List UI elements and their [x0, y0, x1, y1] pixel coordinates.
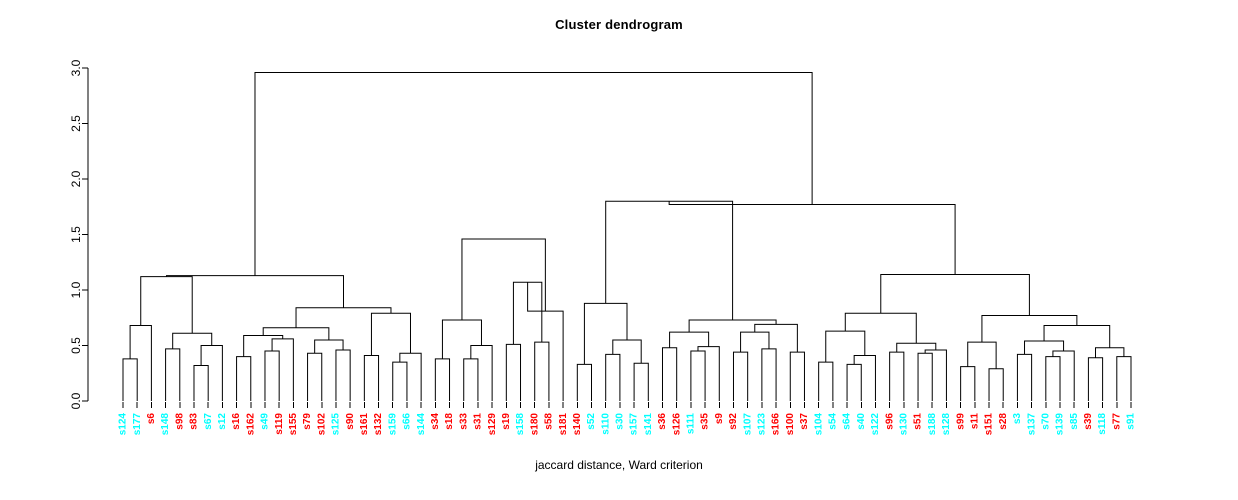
- leaf-label: s19: [501, 413, 512, 430]
- leaf-label: s107: [742, 413, 753, 436]
- leaf-label: s159: [387, 413, 398, 436]
- leaf-label: s148: [160, 413, 171, 436]
- leaf-label: s30: [615, 413, 626, 430]
- leaf-label: s100: [785, 413, 796, 436]
- leaf-label: s162: [245, 413, 256, 436]
- leaf-label: s12: [217, 413, 228, 430]
- leaf-label: s28: [998, 413, 1009, 430]
- leaf-label: s119: [274, 413, 285, 435]
- leaf-label: s157: [629, 413, 640, 436]
- leaf-label: s125: [331, 413, 342, 436]
- leaf-label: s137: [1026, 413, 1037, 436]
- leaf-label: s51: [913, 413, 924, 430]
- svg-text:2.0: 2.0: [69, 170, 83, 187]
- leaf-label: s129: [487, 413, 498, 436]
- leaf-label: s118: [1097, 413, 1108, 435]
- leaf-label: s91: [1126, 413, 1137, 430]
- leaf-label: s11: [969, 413, 980, 430]
- leaf-label: s188: [927, 413, 938, 436]
- leaf-label: s33: [458, 413, 469, 430]
- leaf-label: s64: [842, 413, 853, 430]
- leaf-label: s102: [316, 413, 327, 436]
- leaf-label: s110: [600, 413, 611, 435]
- svg-text:1.5: 1.5: [69, 226, 83, 243]
- leaf-label: s6: [146, 413, 157, 425]
- leaf-label: s99: [955, 413, 966, 430]
- leaf-label: s96: [884, 413, 895, 430]
- leaf-label: s16: [231, 413, 242, 430]
- leaf-label: s104: [813, 413, 824, 436]
- leaf-label: s3: [1012, 413, 1023, 425]
- leaf-label: s9: [714, 413, 725, 425]
- leaf-label: s140: [572, 413, 583, 436]
- leaf-label: s132: [373, 413, 384, 436]
- leaf-label: s124: [118, 413, 129, 436]
- x-axis-label: jaccard distance, Ward criterion: [535, 458, 703, 472]
- leaf-label: s58: [544, 413, 555, 430]
- svg-text:0.5: 0.5: [69, 337, 83, 354]
- leaf-label: s158: [515, 413, 526, 436]
- page-title: Cluster dendrogram: [555, 17, 683, 32]
- leaf-label: s180: [529, 413, 540, 436]
- leaf-label: s126: [671, 413, 682, 436]
- leaf-label: s181: [558, 413, 569, 436]
- leaf-label: s39: [1083, 413, 1094, 430]
- leaf-label: s83: [189, 413, 200, 430]
- leaf-label: s123: [757, 413, 768, 436]
- svg-text:0.0: 0.0: [69, 392, 83, 409]
- leaf-label: s40: [856, 413, 867, 430]
- leaf-label: s67: [203, 413, 214, 430]
- svg-text:3.0: 3.0: [69, 59, 83, 76]
- leaf-label: s130: [898, 413, 909, 436]
- leaf-label: s18: [444, 413, 455, 430]
- leaf-label: s139: [1055, 413, 1066, 436]
- leaf-label: s141: [643, 413, 654, 436]
- leaf-label: s70: [1040, 413, 1051, 430]
- leaf-label: s90: [345, 413, 356, 430]
- leaf-label: s155: [288, 413, 299, 436]
- leaf-label: s77: [1111, 413, 1122, 430]
- y-axis: 0.0 0.5 1.0 1.5 2.0 2.5 3.0: [69, 59, 89, 409]
- leaf-label: s31: [473, 413, 484, 430]
- leaf-label: s85: [1069, 413, 1080, 430]
- leaf-label: s122: [870, 413, 881, 436]
- leaf-label: s111: [686, 413, 697, 435]
- svg-text:2.5: 2.5: [69, 115, 83, 132]
- leaf-label: s166: [771, 413, 782, 436]
- svg-text:1.0: 1.0: [69, 281, 83, 298]
- dendrogram-branches: [122, 71, 1132, 401]
- leaf-label: s144: [416, 413, 427, 436]
- leaf-tick-marks: [122, 402, 1132, 408]
- leaf-label: s35: [700, 413, 711, 430]
- leaf-label: s66: [402, 413, 413, 430]
- leaf-label: s161: [359, 413, 370, 436]
- leaf-label: s177: [132, 413, 143, 436]
- leaf-label: s151: [984, 413, 995, 436]
- leaf-label: s52: [586, 413, 597, 430]
- leaf-label: s92: [728, 413, 739, 430]
- leaf-label: s54: [827, 413, 838, 430]
- leaf-label: s128: [941, 413, 952, 436]
- leaf-label: s98: [174, 413, 185, 430]
- leaf-label: s79: [302, 413, 313, 430]
- leaf-label: s34: [430, 413, 441, 430]
- leaf-label: s49: [260, 413, 271, 430]
- leaf-label: s36: [657, 413, 668, 430]
- leaf-label: s37: [799, 413, 810, 430]
